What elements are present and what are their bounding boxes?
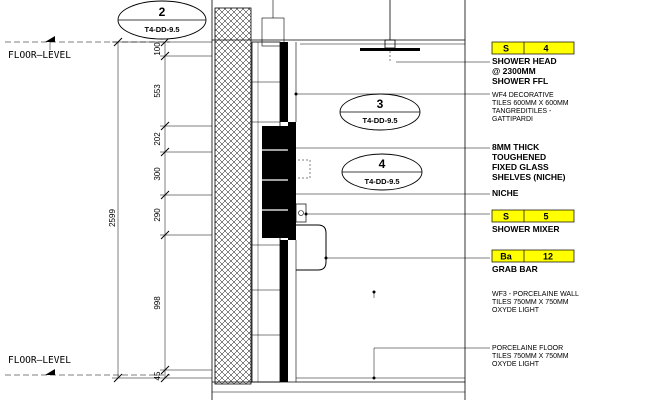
note-wf3-1: WF3 - PORCELAINE WALL bbox=[492, 291, 579, 298]
bubble-3-ref: T4-DD-9.5 bbox=[362, 116, 397, 125]
bubble-4-ref: T4-DD-9.5 bbox=[364, 177, 399, 186]
tag-1-code: S bbox=[503, 44, 509, 54]
mixer-handle-icon bbox=[298, 210, 304, 216]
membrane-lower bbox=[280, 240, 288, 382]
tile-joints bbox=[252, 81, 280, 336]
block-wall bbox=[214, 7, 252, 385]
bubble-3-number: 3 bbox=[377, 97, 384, 111]
note-glass-3: FIXED GLASS bbox=[492, 162, 549, 172]
shower-mixer-icon bbox=[295, 203, 307, 223]
note-wf4-3: TANGREDITILES - bbox=[492, 108, 552, 115]
note-floor-2: TILES 750MM X 750MM bbox=[492, 353, 569, 360]
niche-recess bbox=[262, 126, 288, 238]
membrane-niche bbox=[288, 122, 296, 240]
tag-shower-mixer: S 5 bbox=[491, 209, 575, 223]
note-floor-3: OXYDE LIGHT bbox=[492, 361, 540, 368]
dim-segment-2: 553 bbox=[153, 84, 162, 98]
note-niche: NICHE bbox=[492, 188, 519, 198]
bubble-4-number: 4 bbox=[379, 157, 386, 171]
dim-segment-5: 290 bbox=[153, 208, 162, 222]
section-bubble-2: 2 T4-DD-9.5 bbox=[117, 0, 207, 40]
floor-level-label-top: FLOOR—LEVEL bbox=[8, 50, 71, 61]
note-shower-head-3: SHOWER FFL bbox=[492, 76, 548, 86]
note-wf4-4: GATTIPARDI bbox=[492, 116, 533, 123]
note-wf3-2: TILES 750MM X 750MM bbox=[492, 299, 569, 306]
note-floor-1: PORCELAINE FLOOR bbox=[492, 345, 563, 352]
note-grab-bar: GRAB BAR bbox=[492, 264, 538, 274]
level-marker-bottom bbox=[5, 369, 170, 376]
membrane-upper bbox=[280, 42, 288, 122]
section-bubble-4: 4 T4-DD-9.5 bbox=[341, 153, 423, 191]
note-glass-1: 8MM THICK bbox=[492, 142, 540, 152]
dim-segment-6: 998 bbox=[153, 296, 162, 310]
glass-shelves bbox=[262, 149, 288, 211]
dim-segment-4: 300 bbox=[153, 167, 162, 181]
note-shower-head-1: SHOWER HEAD bbox=[492, 56, 557, 66]
bubble-2-number: 2 bbox=[159, 5, 166, 19]
niche-edge-detail bbox=[289, 159, 311, 179]
dim-segment-7: 45 bbox=[153, 371, 162, 380]
tag-3-num: 12 bbox=[543, 252, 553, 262]
tag-2-num: 5 bbox=[543, 212, 548, 222]
note-shower-mixer: SHOWER MIXER bbox=[492, 224, 560, 234]
note-shower-head-2: @ 2300MM bbox=[492, 66, 536, 76]
tag-grab-bar: Ba 12 bbox=[491, 249, 575, 263]
dim-segment-1: 100 bbox=[153, 42, 162, 56]
note-wf4-1: WF4 DECORATIVE bbox=[492, 92, 554, 99]
dimension-ticks bbox=[113, 37, 170, 383]
note-wf4-2: TILES 600MM X 600MM bbox=[492, 100, 569, 107]
overall-dimension: 2599 bbox=[108, 209, 117, 227]
tag-1-num: 4 bbox=[543, 44, 548, 54]
bubble-2-ref: T4-DD-9.5 bbox=[144, 25, 179, 34]
note-glass-4: SHELVES (NICHE) bbox=[492, 172, 566, 182]
shower-head-icon bbox=[360, 48, 420, 51]
floor-level-label-bottom: FLOOR—LEVEL bbox=[8, 355, 71, 366]
tag-3-code: Ba bbox=[500, 252, 512, 262]
dim-segment-3: 202 bbox=[153, 132, 162, 146]
grab-bar-icon bbox=[296, 224, 327, 271]
tag-2-code: S bbox=[503, 212, 509, 222]
section-bubble-3: 3 T4-DD-9.5 bbox=[339, 93, 421, 131]
leader-dots bbox=[286, 92, 376, 380]
leader-lines bbox=[288, 61, 490, 378]
tag-shower-head: S 4 bbox=[491, 41, 575, 55]
dimension-lines bbox=[112, 41, 212, 379]
note-wf3-3: OXYDE LIGHT bbox=[492, 307, 540, 314]
note-glass-2: TOUGHENED bbox=[492, 152, 546, 162]
level-marker-top bbox=[5, 36, 170, 50]
